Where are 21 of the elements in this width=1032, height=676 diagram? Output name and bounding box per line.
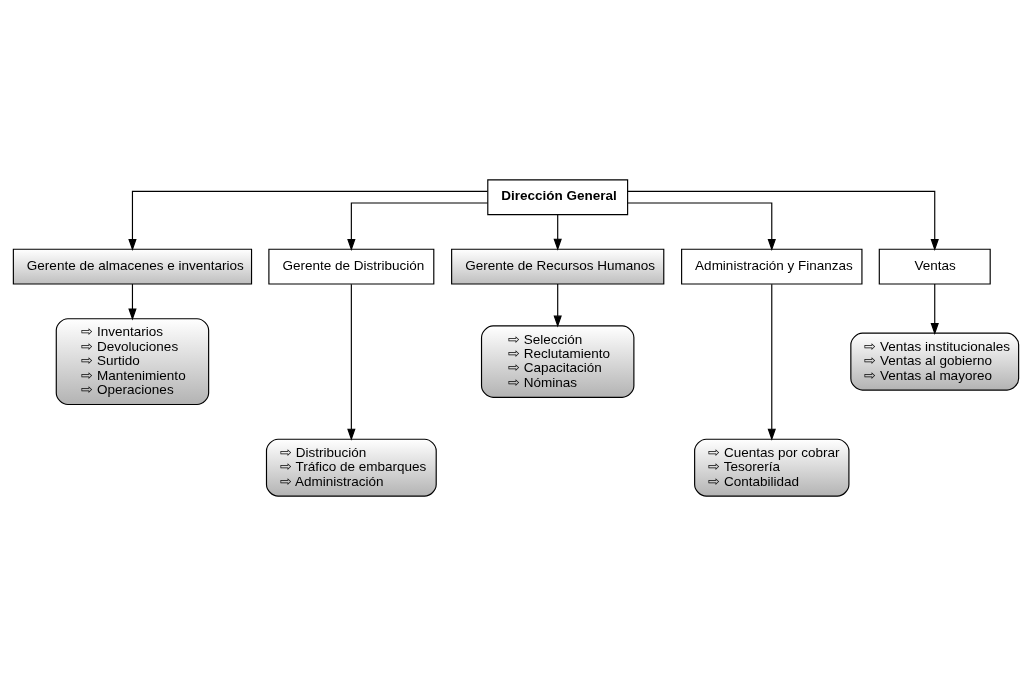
arrow	[553, 214, 562, 251]
arrow	[347, 202, 489, 251]
arrow	[930, 283, 939, 335]
arrow	[767, 283, 776, 441]
node-box: Dirección General	[487, 179, 629, 216]
node-box: Administración y Finanzas	[681, 248, 863, 285]
node-box: Gerente de Recursos Humanos	[451, 248, 665, 285]
arrow	[128, 283, 137, 321]
node-box: ⇨ Inventarios ⇨ Devoluciones ⇨ Surtido ⇨ Mantenimiento ⇨ Operaciones	[55, 318, 210, 406]
node-box: Ventas	[878, 248, 991, 285]
node-box: ⇨ Ventas institucionales ⇨ Ventas al gobierno ⇨ Ventas al mayoreo	[850, 332, 1020, 391]
arrow	[627, 202, 776, 251]
arrow	[347, 283, 356, 441]
node-box: ⇨ Selección ⇨ Reclutamiento ⇨ Capacitación ⇨ Nóminas	[480, 325, 635, 398]
node-box: ⇨ Distribución ⇨ Tráfico de embarques ⇨ Administración	[265, 438, 437, 497]
node-box: Gerente de Distribución	[268, 248, 435, 285]
arrow	[128, 190, 489, 251]
node-box: ⇨ Cuentas por cobrar ⇨ Tesorería ⇨ Contabilidad	[694, 438, 850, 497]
arrow	[627, 190, 939, 251]
node-box: Gerente de almacenes e inventarios	[12, 248, 253, 285]
arrow	[553, 283, 562, 328]
